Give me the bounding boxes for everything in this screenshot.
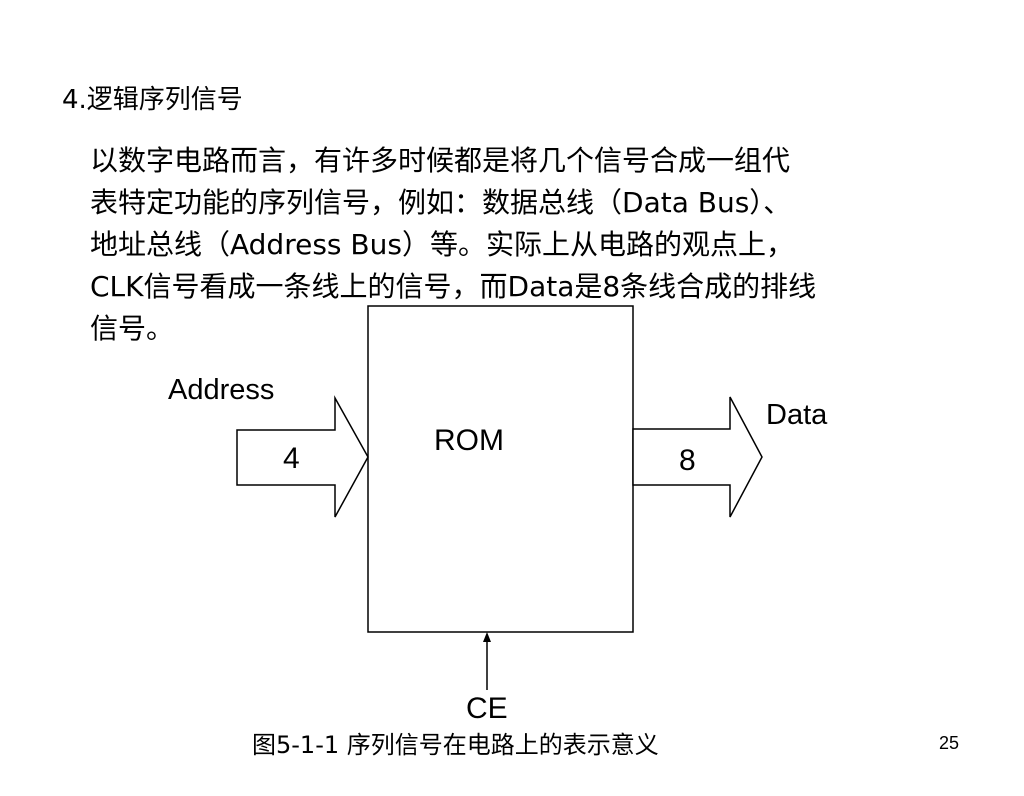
figure-caption: 图5-1-1 序列信号在电路上的表示意义: [252, 731, 659, 759]
ce-label: CE: [466, 692, 508, 725]
data-label: Data: [766, 399, 828, 431]
rom-block: [367, 305, 634, 633]
rom-label: ROM: [434, 424, 504, 457]
paragraph-line: 表特定功能的序列信号，例如：数据总线（Data Bus）、: [90, 186, 792, 219]
ce-arrowhead: [483, 632, 491, 642]
address-bus-arrow: [236, 395, 369, 518]
paragraph-line: 信号。: [90, 312, 175, 345]
paragraph-line: 以数字电路而言，有许多时候都是将几个信号合成一组代: [90, 144, 791, 177]
address-label: Address: [168, 374, 275, 406]
section-heading: 4.逻辑序列信号: [62, 85, 243, 115]
address-width-label: 4: [283, 442, 300, 475]
paragraph-line: 地址总线（Address Bus）等。实际上从电路的观点上，: [90, 228, 794, 261]
paragraph-line: CLK信号看成一条线上的信号，而Data是8条线合成的排线: [90, 270, 817, 303]
data-width-label: 8: [679, 444, 696, 477]
data-bus-arrow: [632, 396, 763, 518]
page-number: 25: [939, 733, 960, 753]
body-paragraph: 以数字电路而言，有许多时候都是将几个信号合成一组代 表特定功能的序列信号，例如：…: [90, 140, 990, 350]
